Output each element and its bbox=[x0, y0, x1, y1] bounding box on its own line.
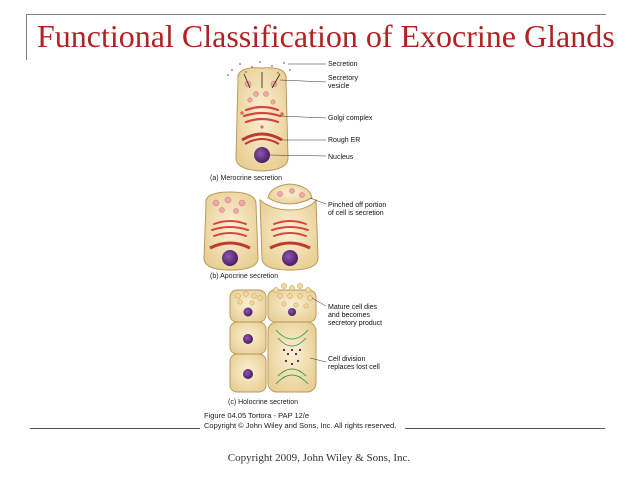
nucleus-shape bbox=[254, 147, 270, 163]
figure-credit-line-1: Figure 04.05 Tortora - PAP 12/e bbox=[204, 411, 310, 420]
apocrine-cell-left bbox=[203, 191, 259, 271]
label-golgi: Golgi complex bbox=[328, 115, 373, 122]
label-secretion: Secretion bbox=[328, 61, 358, 68]
left-border-line bbox=[26, 14, 27, 60]
label-pinched-1: Pinched off portion bbox=[328, 202, 386, 209]
exocrine-glands-diagram: Secretion Secretory vesicle Golgi comple… bbox=[203, 61, 386, 406]
holocrine-cells bbox=[229, 283, 327, 393]
label-division-1: Cell division bbox=[328, 356, 365, 363]
label-division-2: replaces lost cell bbox=[328, 364, 380, 371]
caption-merocrine: (a) Merocrine secretion bbox=[210, 175, 282, 182]
footer-rule-right bbox=[405, 428, 605, 429]
figure-credit-line-2: Copyright © John Wiley and Sons, Inc. Al… bbox=[204, 421, 397, 430]
label-secretory-vesicle-1: Secretory bbox=[328, 75, 358, 82]
slide-footer-copyright: Copyright 2009, John Wiley & Sons, Inc. bbox=[227, 452, 411, 464]
label-rough-er: Rough ER bbox=[328, 137, 360, 144]
apocrine-cell-right bbox=[259, 183, 327, 271]
top-border-line bbox=[26, 14, 606, 15]
label-mature-1: Mature cell dies bbox=[328, 304, 378, 311]
slide-title: Functional Classification of Exocrine Gl… bbox=[37, 18, 615, 54]
label-nucleus: Nucleus bbox=[328, 154, 354, 161]
label-mature-2: and becomes bbox=[328, 312, 371, 319]
label-pinched-2: of cell is secretion bbox=[328, 210, 384, 217]
caption-apocrine: (b) Apocrine secretion bbox=[210, 273, 278, 280]
caption-holocrine: (c) Holocrine secretion bbox=[228, 399, 298, 406]
figure-credit: Figure 04.05 Tortora - PAP 12/e Copyrigh… bbox=[204, 411, 396, 431]
footer-rule-left bbox=[30, 428, 200, 429]
merocrine-cell bbox=[227, 61, 327, 172]
label-secretory-vesicle-2: vesicle bbox=[328, 83, 350, 90]
label-mature-3: secretory product bbox=[328, 320, 382, 327]
